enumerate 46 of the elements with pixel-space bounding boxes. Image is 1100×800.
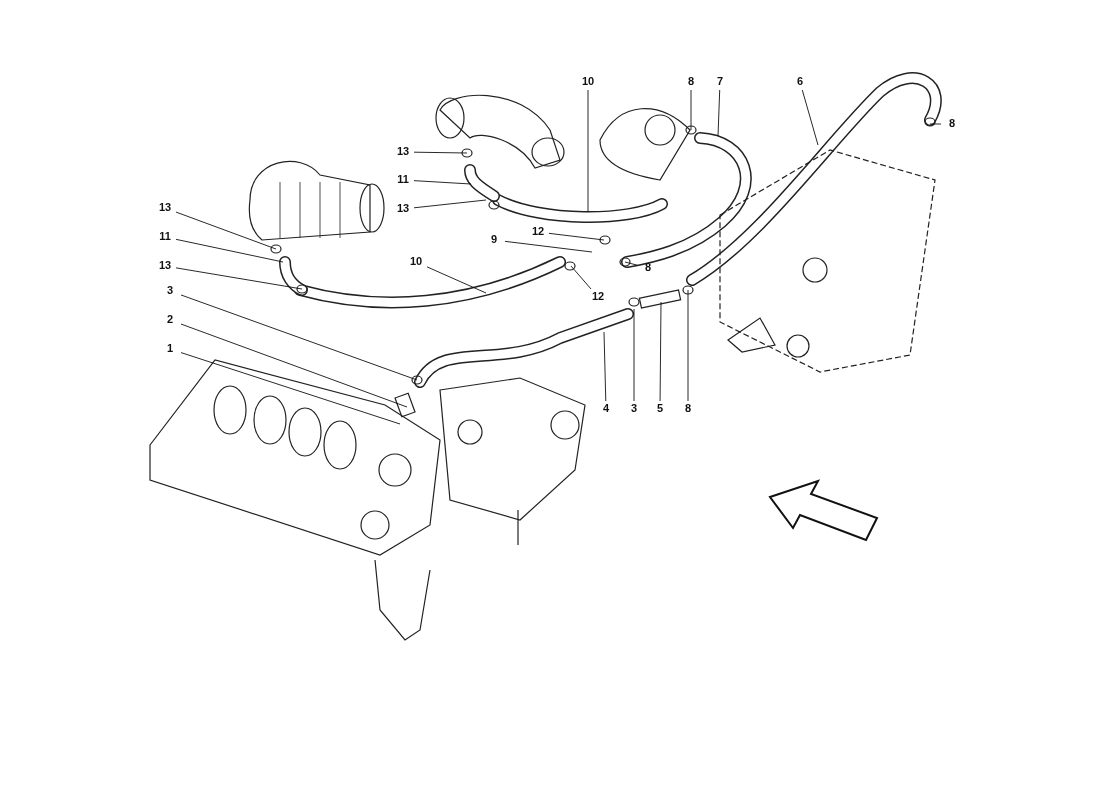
leader-line — [633, 308, 635, 402]
callout-number: 8 — [681, 75, 701, 89]
leader-line — [175, 267, 303, 290]
leader-line — [180, 352, 401, 425]
leader-line — [413, 151, 468, 154]
leader-line — [180, 294, 418, 381]
callout-number: 4 — [596, 402, 616, 416]
callout-number: 10 — [406, 255, 426, 269]
callout-number: 13 — [393, 145, 413, 159]
leader-line — [548, 232, 605, 241]
callout-number: 3 — [624, 402, 644, 416]
leader-line — [929, 123, 942, 125]
leader-line — [603, 331, 607, 402]
leader-line — [413, 180, 472, 185]
leader-line — [690, 89, 692, 131]
callout-number: 9 — [484, 233, 504, 247]
leader-line — [687, 289, 689, 402]
callout-number: 8 — [942, 117, 962, 131]
callout-number: 3 — [160, 284, 180, 298]
leader-line — [801, 89, 819, 146]
leader-line — [426, 266, 487, 294]
leader-line — [717, 89, 721, 137]
leader-line — [175, 211, 277, 250]
leader-line — [413, 199, 487, 209]
callout-number: 11 — [155, 230, 175, 244]
callout-number: 7 — [710, 75, 730, 89]
leader-line — [587, 89, 589, 213]
leader-line — [624, 261, 638, 266]
callout-number: 13 — [155, 259, 175, 273]
callout-number: 5 — [650, 402, 670, 416]
leader-line — [659, 301, 662, 402]
callout-number: 13 — [155, 201, 175, 215]
callout-number: 10 — [578, 75, 598, 89]
callout-number: 8 — [638, 261, 658, 275]
leader-line — [180, 323, 408, 408]
callout-number: 8 — [678, 402, 698, 416]
leader-line — [570, 265, 592, 290]
callout-number: 2 — [160, 313, 180, 327]
callout-number: 11 — [393, 173, 413, 187]
callout-number: 1 — [160, 342, 180, 356]
leader-line — [175, 238, 284, 263]
callout-number: 6 — [790, 75, 810, 89]
leader-line — [504, 240, 593, 253]
callout-number: 12 — [588, 290, 608, 304]
callout-number: 13 — [393, 202, 413, 216]
callout-number: 12 — [528, 225, 548, 239]
